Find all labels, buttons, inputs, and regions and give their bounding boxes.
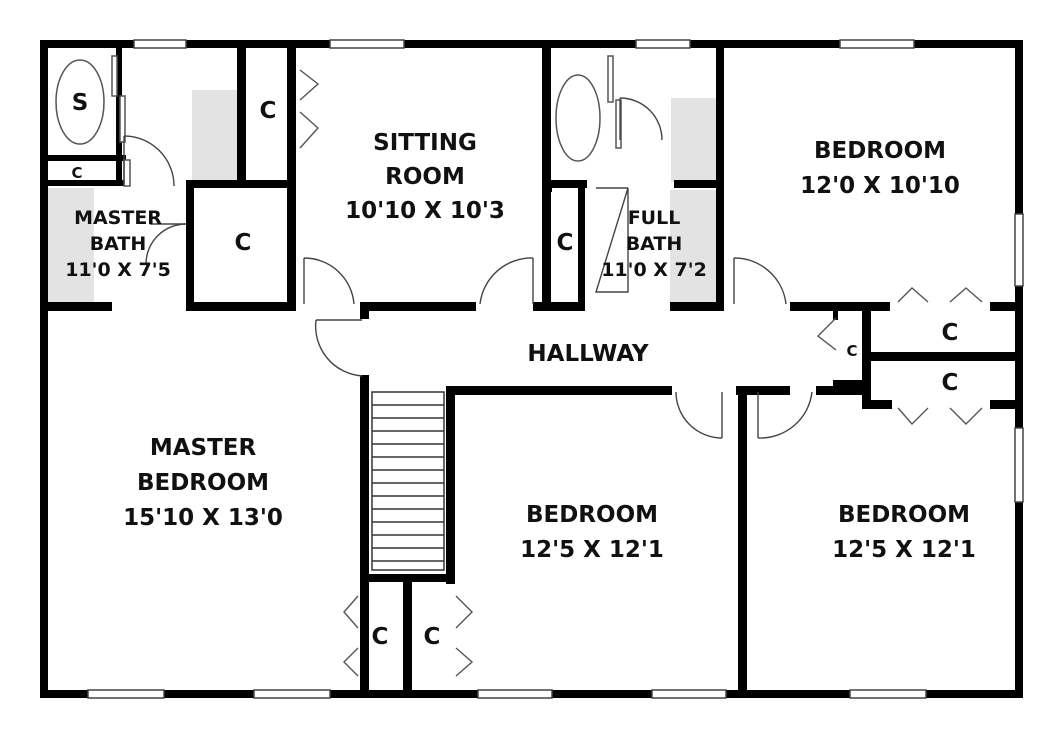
master-bath-vanity-shade	[47, 188, 94, 305]
full-bath-vanity-shade	[670, 190, 716, 305]
closet-doors	[299, 69, 983, 677]
window-north-4	[839, 39, 915, 49]
hallway-name: HALLWAY	[527, 341, 649, 367]
closet-label-se-bedroom: C	[942, 370, 959, 396]
door-swings	[123, 97, 813, 439]
bedroom-se-name: BEDROOM	[838, 502, 970, 528]
windows	[87, 39, 1024, 699]
master-shower-basin	[55, 59, 105, 145]
sitting-room-dims: 10'10 X 10'3	[345, 198, 505, 224]
master-bedroom-name: MASTER	[150, 435, 257, 461]
room-labels: SITTING ROOM 10'10 X 10'3 BEDROOM 12'0 X…	[65, 130, 976, 563]
window-north-3	[635, 39, 691, 49]
bedroom-center-dims: 12'5 X 12'1	[520, 537, 664, 563]
closet-label-ne-bedroom: C	[942, 320, 959, 346]
full-bath-closet-shade	[671, 98, 716, 182]
bedroom-center-name: BEDROOM	[526, 502, 658, 528]
closet-label-master-bedroom: C	[372, 624, 389, 650]
master-bedroom-dims: 15'10 X 13'0	[123, 505, 283, 531]
shower-label: S	[72, 90, 89, 116]
window-north-2	[329, 39, 405, 49]
full-bath-basin	[555, 74, 601, 162]
master-bedroom-name-2: BEDROOM	[137, 470, 269, 496]
bedroom-se-dims: 12'5 X 12'1	[832, 537, 976, 563]
window-south-4	[651, 689, 727, 699]
sitting-room-name: SITTING	[373, 130, 477, 156]
master-bath-name: MASTER	[74, 207, 162, 229]
closet-label-hall-linen: C	[846, 342, 857, 360]
window-east-2	[1014, 427, 1024, 503]
window-east-1	[1014, 213, 1024, 287]
window-south-1	[87, 689, 165, 699]
bedroom-ne-dims: 12'0 X 10'10	[800, 173, 960, 199]
closet-label-sitting: C	[260, 98, 277, 124]
window-north-1	[133, 39, 187, 49]
full-bath-name: FULL	[628, 207, 681, 229]
window-south-5	[849, 689, 927, 699]
sitting-room-name-2: ROOM	[385, 164, 465, 190]
bedroom-ne-name: BEDROOM	[814, 138, 946, 164]
master-bath-name-2: BATH	[90, 233, 147, 255]
window-south-2	[253, 689, 331, 699]
full-bath-dims: 11'0 X 7'2	[601, 259, 707, 281]
full-bath-shower-door	[607, 55, 614, 103]
closet-label-full-bath: C	[557, 230, 574, 256]
closet-label-master-walkin: C	[235, 230, 252, 256]
master-bath-shower-door-2	[119, 95, 126, 143]
interior-walls	[44, 44, 1020, 698]
master-bath-shower-door	[111, 55, 118, 97]
staircase	[371, 391, 445, 571]
master-bath-dims: 11'0 X 7'5	[65, 259, 171, 281]
full-bath-name-2: BATH	[626, 233, 683, 255]
master-bath-sink-vanity	[123, 159, 131, 187]
window-south-3	[477, 689, 553, 699]
closet-label-linen-master: C	[71, 164, 82, 182]
full-bath-shower-door-2	[615, 99, 622, 149]
closet-labels: C C C C C C C C C S	[71, 90, 958, 650]
closet-label-center-bedroom: C	[424, 624, 441, 650]
fixtures	[55, 55, 622, 187]
master-bath-closet-shade	[192, 90, 237, 182]
